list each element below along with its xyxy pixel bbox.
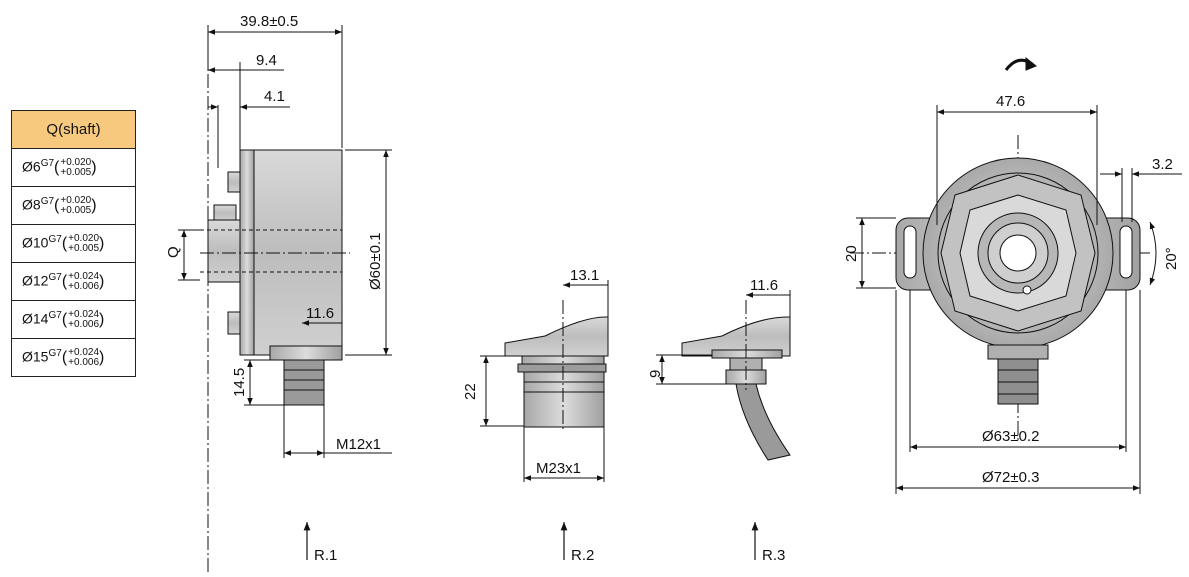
option-r2-view	[480, 280, 609, 482]
shaft-row: Ø12G7(+0.024+0.006)	[11, 262, 136, 301]
view-label-r3: R.3	[762, 547, 785, 564]
shaft-clamp	[207, 219, 241, 283]
diameter-label: Ø60±0.1	[367, 233, 384, 290]
shaft-row: Ø14G7(+0.024+0.006)	[11, 300, 136, 339]
connector-height-label: 14.5	[231, 368, 248, 397]
shaft-table: Q(shaft) Ø6G7(+0.020+0.005) Ø8G7(+0.020+…	[11, 110, 136, 377]
option-r3-view	[656, 290, 791, 461]
view-labels	[303, 522, 759, 560]
r2-thread-label: M23x1	[536, 460, 581, 477]
side-view	[178, 25, 392, 575]
length-label: 39.8±0.5	[240, 13, 298, 30]
outer-diameter-label: Ø72±0.3	[982, 469, 1039, 486]
right-slot	[1119, 225, 1133, 279]
shaft-label: Q	[165, 246, 182, 258]
connector-thread-label: M12x1	[336, 436, 381, 453]
r3-height-label: 9	[647, 370, 664, 378]
view-label-r2: R.2	[571, 547, 594, 564]
shaft-row: Ø10G7(+0.020+0.005)	[11, 224, 136, 263]
slot-span-label: 47.6	[996, 93, 1025, 110]
pitch-diameter-label: Ø63±0.2	[982, 428, 1039, 445]
slot-angle-arc	[1149, 221, 1157, 286]
flange-thickness-label: 4.1	[264, 88, 285, 105]
shaft-bore	[999, 234, 1037, 272]
shaft-row: Ø6G7(+0.020+0.005)	[11, 148, 136, 187]
r3-offset-label: 11.6	[750, 277, 778, 294]
m23-connector	[523, 371, 605, 428]
r2-height-label: 22	[462, 383, 479, 400]
front-view	[850, 56, 1182, 494]
shaft-table-header: Q(shaft)	[11, 110, 136, 149]
connector-offset-label: 11.6	[306, 305, 334, 322]
slot-angle-label: 20°	[1163, 247, 1180, 270]
left-slot	[903, 225, 917, 279]
shaft-row: Ø15G7(+0.024+0.006)	[11, 338, 136, 377]
slot-width-label: 3.2	[1152, 156, 1173, 173]
rotation-arrowhead-icon	[1025, 56, 1037, 71]
view-label-r1: R.1	[314, 547, 337, 564]
r2-offset-label: 13.1	[570, 267, 599, 284]
cable	[735, 383, 791, 461]
slot-height-label: 20	[843, 245, 860, 262]
flange-depth-label: 9.4	[256, 52, 277, 69]
m12-connector	[283, 359, 325, 406]
